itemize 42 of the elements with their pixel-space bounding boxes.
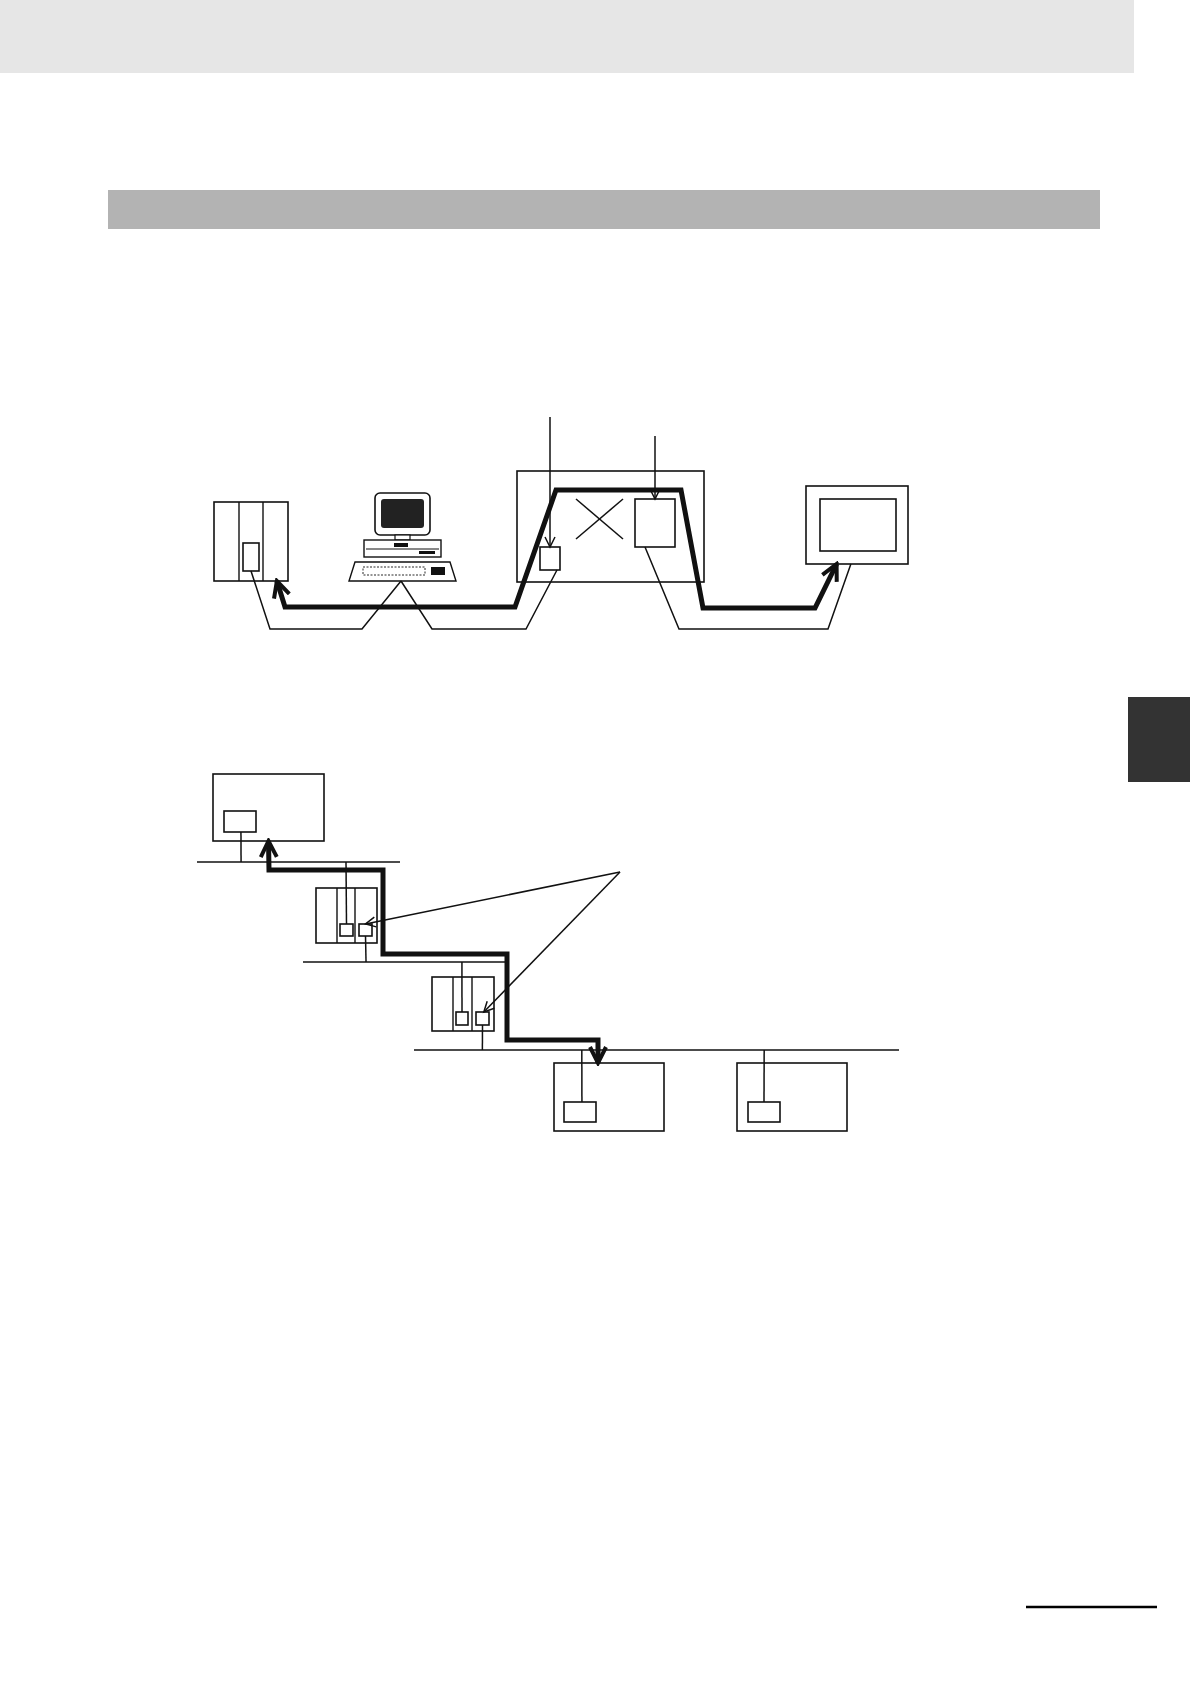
cable-line bbox=[644, 546, 852, 630]
plc-rack bbox=[431, 976, 495, 1032]
cable-line bbox=[400, 569, 558, 630]
cable-line bbox=[461, 961, 463, 1013]
cable-line bbox=[345, 861, 348, 925]
port-box bbox=[747, 1101, 781, 1123]
plc-rack bbox=[315, 887, 378, 944]
leader-arrow bbox=[649, 435, 661, 500]
unit-module bbox=[358, 923, 373, 937]
side-tab bbox=[1128, 697, 1190, 782]
computer-icon bbox=[348, 492, 457, 582]
device-box bbox=[516, 470, 705, 583]
bus-line bbox=[413, 1049, 900, 1051]
display-screen bbox=[819, 498, 897, 552]
cable-line bbox=[250, 570, 402, 630]
port-box bbox=[634, 498, 676, 548]
signal-path-arrow bbox=[258, 839, 608, 1065]
port-box bbox=[223, 810, 257, 833]
leader-arrow bbox=[364, 871, 621, 928]
unit-module bbox=[475, 1011, 490, 1026]
signal-path-arrow bbox=[272, 487, 839, 611]
port-box bbox=[563, 1101, 597, 1123]
cable-line bbox=[364, 935, 367, 963]
cable-line bbox=[581, 1049, 583, 1103]
unit-module bbox=[339, 923, 354, 937]
cable-line bbox=[763, 1049, 765, 1103]
device-box bbox=[736, 1062, 848, 1132]
device-box bbox=[212, 773, 325, 842]
display-panel bbox=[805, 485, 909, 565]
header-band bbox=[0, 0, 1134, 73]
port-box bbox=[539, 546, 561, 571]
bus-line bbox=[196, 861, 401, 863]
unit-module bbox=[455, 1011, 469, 1026]
bus-line bbox=[302, 961, 508, 963]
leader-arrow bbox=[544, 416, 556, 548]
section-bar bbox=[108, 190, 1100, 229]
plc-rack bbox=[213, 501, 289, 582]
device-box bbox=[553, 1062, 665, 1132]
cable-line bbox=[481, 1024, 484, 1051]
leader-arrow bbox=[483, 871, 621, 1013]
cable-line bbox=[240, 831, 242, 863]
unit-module bbox=[242, 542, 260, 572]
